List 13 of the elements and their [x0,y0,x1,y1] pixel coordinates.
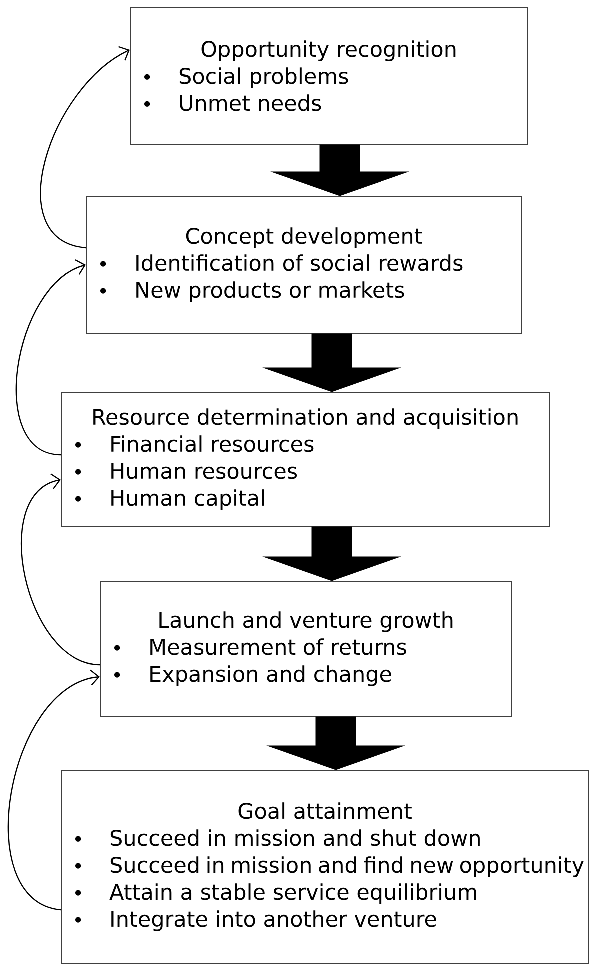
process-box: Resource determination and acquisition Financial resources Human resources Human capital [61,392,550,527]
block-arrow [264,526,400,582]
block-arrow [268,716,404,770]
process-box: Concept development Identification of social rewards New products or markets [86,196,522,334]
feedback-arrow [16,260,86,456]
process-box: Goal attainment Succeed in mission and shut down Succeed in mission and find new opportunity Attain a stable service equilibrium Integrate into another venture [61,770,589,964]
feedback-arrow [8,670,100,911]
feedback-arrow [21,474,100,666]
feedback-arrow [40,46,130,249]
process-box: Opportunity recognition Social problems Unmet needs [130,7,528,145]
process-box: Launch and venture growth Measurement of returns Expansion and change [100,581,512,717]
block-arrow [272,144,408,196]
block-arrow [264,334,400,392]
